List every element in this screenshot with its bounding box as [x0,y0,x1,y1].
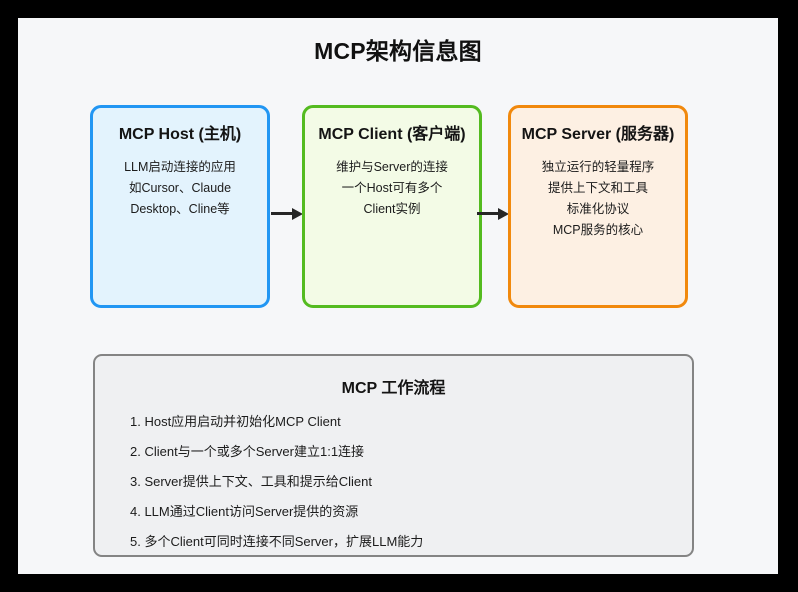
workflow-step-5: 5. 多个Client可同时连接不同Server，扩展LLM能力 [130,534,424,549]
arch-box-line: 标准化协议 [566,202,630,216]
arch-box-line: 如Cursor、Claude [128,181,232,195]
arch-box-title-mcp-host: MCP Host (主机) [118,126,242,143]
arch-box-line: 一个Host可有多个 [341,181,443,195]
arch-box-title-mcp-client: MCP Client (客户端) [318,126,466,143]
workflow-step-3: 3. Server提供上下文、工具和提示给Client [130,474,372,489]
workflow-step-1: 1. Host应用启动并初始化MCP Client [130,414,341,429]
arrow-head [292,208,303,220]
arch-box-mcp-host: MCP Host (主机) LLM启动连接的应用 如Cursor、Claude … [90,105,270,308]
infographic-canvas: MCP架构信息图 MCP Host (主机) LLM启动连接的应用 如Curso… [18,18,778,574]
arch-box-line: 提供上下文和工具 [547,181,648,195]
arrow-shaft [271,212,294,215]
arch-box-body-mcp-server: 独立运行的轻量程序 提供上下文和工具 标准化协议 MCP服务的核心 [511,157,685,241]
arch-box-line: MCP服务的核心 [552,223,644,237]
arch-box-mcp-client: MCP Client (客户端) 维护与Server的连接 一个Host可有多个… [302,105,482,308]
page-title: MCP架构信息图 [314,38,482,64]
workflow-step-2: 2. Client与一个或多个Server建立1:1连接 [130,444,365,459]
arrow-host-to-client-icon [271,208,304,220]
workflow-step-list: 1. Host应用启动并初始化MCP Client 2. Client与一个或多… [95,414,692,550]
workflow-panel: MCP 工作流程 1. Host应用启动并初始化MCP Client 2. Cl… [93,354,694,557]
arch-box-line: Client实例 [363,202,421,216]
arch-box-body-mcp-client: 维护与Server的连接 一个Host可有多个 Client实例 [305,157,479,220]
workflow-step-4: 4. LLM通过Client访问Server提供的资源 [130,504,359,519]
arrow-client-to-server-icon [477,208,510,220]
arch-box-line: 独立运行的轻量程序 [541,160,655,174]
arrow-shaft [477,212,500,215]
arch-box-body-mcp-host: LLM启动连接的应用 如Cursor、Claude Desktop、Cline等 [93,157,267,220]
arch-box-line: Desktop、Cline等 [130,202,230,216]
arch-box-line: 维护与Server的连接 [336,160,448,174]
arch-box-mcp-server: MCP Server (服务器) 独立运行的轻量程序 提供上下文和工具 标准化协… [508,105,688,308]
arrow-head [498,208,509,220]
arch-box-line: LLM启动连接的应用 [124,160,236,174]
arch-box-title-mcp-server: MCP Server (服务器) [521,126,675,143]
workflow-title: MCP 工作流程 [341,380,446,397]
